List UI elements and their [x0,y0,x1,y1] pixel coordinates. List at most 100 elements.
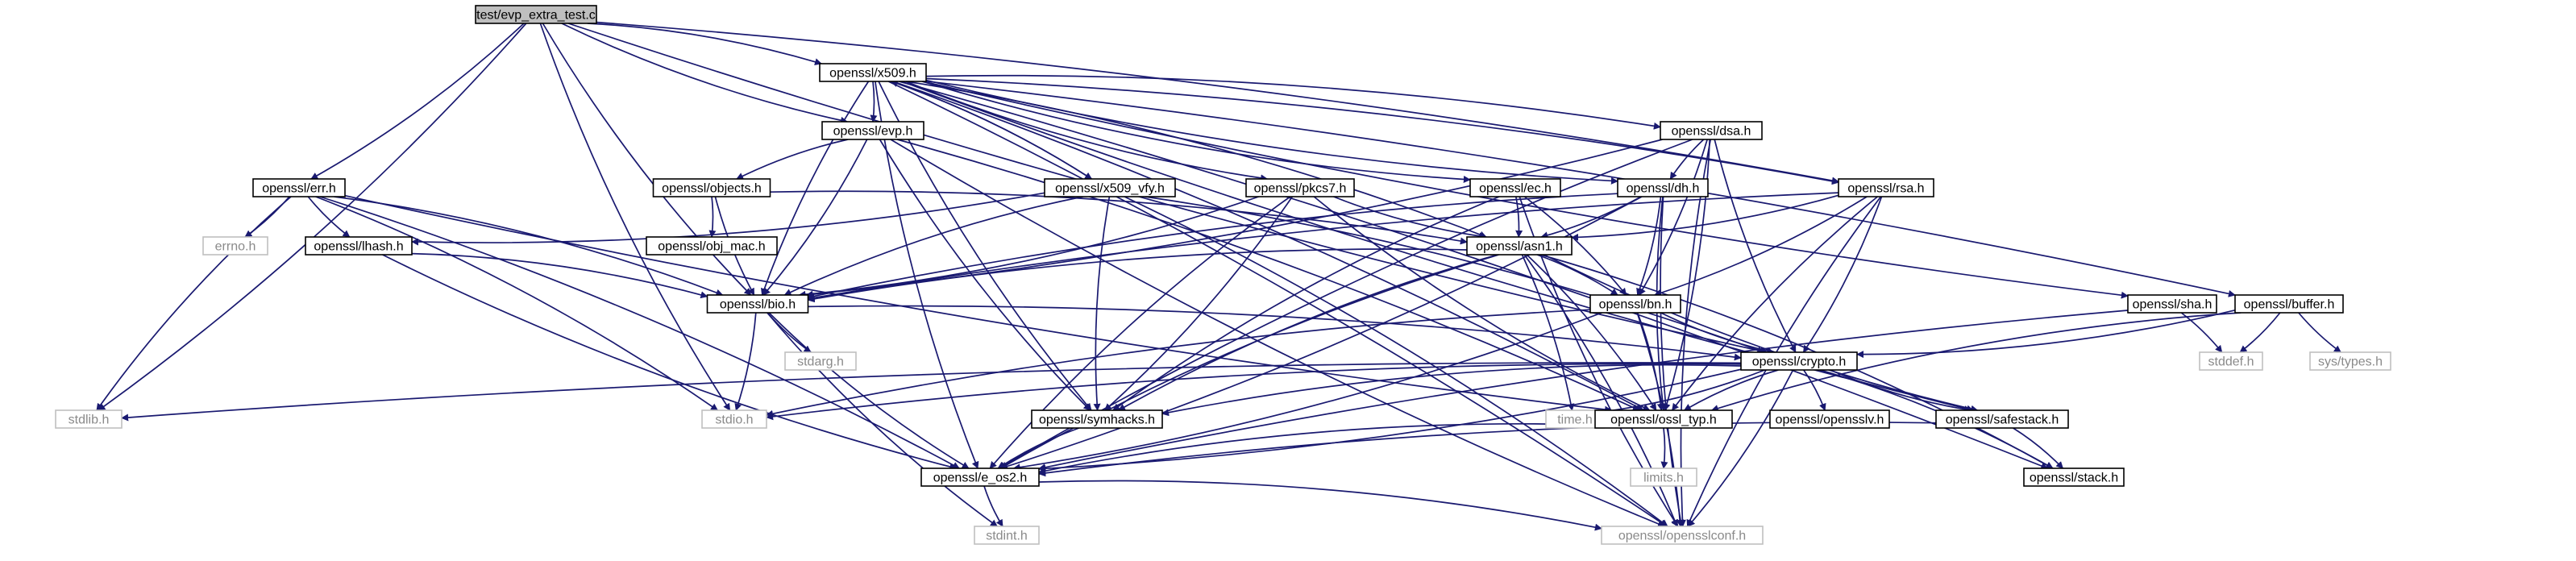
node-rsa[interactable]: openssl/rsa.h [1838,178,1934,197]
edge-buffer-to-stddef [2239,312,2281,353]
node-label: openssl/dsa.h [1672,125,1751,139]
node-dsa[interactable]: openssl/dsa.h [1660,121,1763,140]
node-label: openssl/asn1.h [1476,240,1563,254]
node-box [1245,178,1355,197]
edge-evp-to-objects [736,139,849,180]
edge-pkcs7-to-bio [798,196,1259,298]
edge-dsa-to-crypto [1714,139,1797,353]
edge-crypto-to-symhacks [1161,364,1742,417]
edge-x509-to-ossl_typ [892,81,1644,411]
node-box [2234,294,2344,314]
edge-dsa-to-dh [1669,139,1705,180]
node-box [1469,178,1561,197]
edge-evp-to-symhacks [879,139,1091,411]
include-edges [96,21,2341,531]
edge-x509_vfy-to-crypto [1145,196,1765,354]
edge-asn1-to-ossl_typ [1526,254,1657,411]
node-obj_mac[interactable]: openssl/obj_mac.h [646,236,778,256]
edge-root-to-err [310,23,525,180]
node-box [1589,294,1681,314]
node-x509[interactable]: openssl/x509.h [819,63,927,82]
edge-asn1-to-stack [1540,254,2054,469]
node-label: sys/types.h [2318,355,2383,369]
node-box [1660,121,1763,140]
node-label: openssl/x509.h [829,67,916,81]
edge-x509-to-dh [925,79,1618,185]
edge-crypto-to-opensslconf [1687,369,1794,527]
edge-x509_vfy-to-symhacks [1093,196,1111,411]
node-ec[interactable]: openssl/ec.h [1469,178,1561,197]
node-evp[interactable]: openssl/evp.h [821,121,924,140]
node-box [1769,409,1890,429]
edge-e_os2-to-opensslconf [1038,480,1602,531]
node-x509_vfy[interactable]: openssl/x509_vfy.h [1044,178,1176,197]
node-label: openssl/opensslconf.h [1618,530,1746,543]
edge-dsa-to-ossl_typ [1663,139,1711,411]
edge-bio-to-stdio [734,312,757,411]
node-objects[interactable]: openssl/objects.h [652,178,771,197]
node-e_os2[interactable]: openssl/e_os2.h [920,468,1040,487]
node-label: stdarg.h [797,355,844,369]
node-safestack[interactable]: openssl/safestack.h [1935,409,2069,429]
node-box [2199,351,2263,371]
edge-ossl_typ-to-limits [1660,427,1668,469]
node-buffer[interactable]: openssl/buffer.h [2234,294,2344,314]
node-ossl_typ[interactable]: openssl/ossl_typ.h [1594,409,1733,429]
node-box [1740,351,1858,371]
node-sha[interactable]: openssl/sha.h [2127,294,2217,314]
node-bio[interactable]: openssl/bio.h [706,294,809,314]
edge-x509-to-pkcs7 [905,81,1269,182]
edge-sha-to-stddef [2180,312,2223,353]
edge-rsa-to-bio [807,192,1839,301]
edge-asn1-to-opensslconf [1523,254,1678,527]
edge-x509-to-bio [760,81,870,296]
node-asn1[interactable]: openssl/asn1.h [1466,236,1573,256]
node-opensslv[interactable]: openssl/opensslv.h [1769,409,1890,429]
edge-buffer-to-crypto [1856,309,2236,359]
edge-bio-to-e_os2 [768,312,970,469]
edge-err-to-stdio [315,196,719,411]
node-box [819,63,927,82]
node-box [55,409,123,429]
edge-x509-to-buffer [925,80,2236,297]
node-label: test/evp_extra_test.c [476,9,596,23]
edge-e_os2-to-stdint [983,485,1003,527]
node-pkcs7[interactable]: openssl/pkcs7.h [1245,178,1355,197]
node-lhash[interactable]: openssl/lhash.h [305,236,413,256]
edge-crypto-to-stdlib [121,362,1742,422]
edge-x509-to-rsa [925,77,1839,185]
node-stack[interactable]: openssl/stack.h [2023,468,2125,487]
edge-x509_vfy-to-x509 [890,80,1092,180]
edge-symhacks-to-e_os2 [997,427,1080,469]
edge-rsa-to-bn [1653,196,1868,297]
node-box [701,409,767,429]
node-box [1601,526,1764,545]
edge-root-to-stdlib [98,23,527,411]
node-box [1466,236,1573,256]
node-box [652,178,771,197]
node-symhacks[interactable]: openssl/symhacks.h [1031,409,1163,429]
node-dh[interactable]: openssl/dh.h [1617,178,1709,197]
edge-ec-to-bn [1523,196,1627,296]
node-crypto[interactable]: openssl/crypto.h [1740,351,1858,371]
node-box [920,468,1040,487]
node-label: stddef.h [2208,355,2254,369]
edge-objects-to-obj_mac [708,196,717,238]
node-systypes: sys/types.h [2309,351,2391,371]
node-label: openssl/bio.h [720,298,796,312]
edge-ossl_typ-to-e_os2 [1038,422,1596,475]
node-box [974,526,1040,545]
node-label: openssl/safestack.h [1946,413,2059,427]
node-root[interactable]: test/evp_extra_test.c [475,5,597,24]
node-label: openssl/rsa.h [1847,182,1924,196]
edge-ec-to-symhacks [1112,196,1500,411]
node-err[interactable]: openssl/err.h [252,178,346,197]
edge-safestack-to-stack [2013,427,2064,469]
edge-sha-to-e_os2 [1038,310,2129,472]
edge-x509-to-ec [922,81,1471,183]
node-bn[interactable]: openssl/bn.h [1589,294,1681,314]
edge-crypto-to-stdio [766,363,1742,421]
edge-buffer-to-ossl_typ [1710,312,2242,412]
edge-root-to-rsa [596,21,1839,185]
node-box [1617,178,1709,197]
